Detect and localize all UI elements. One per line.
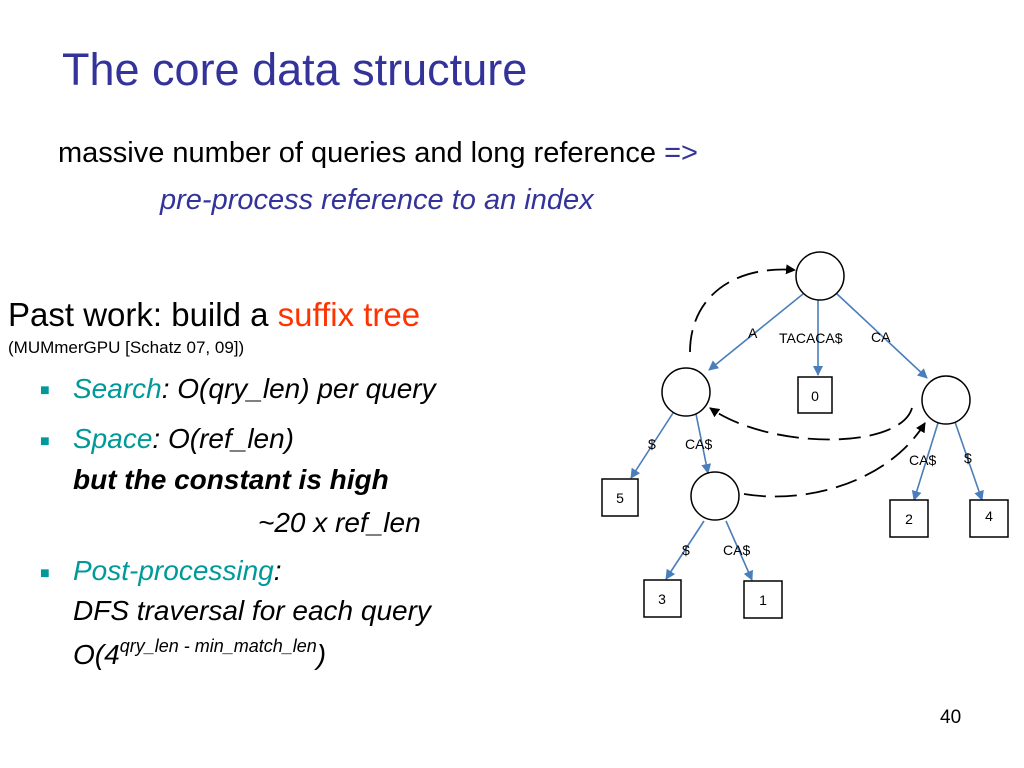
suffix-tree-highlight: suffix tree (277, 296, 421, 333)
complexity-base: O(4 (73, 639, 120, 670)
edge-root-left (708, 293, 804, 371)
bullet-post: Post-processing: (73, 555, 282, 587)
edge-label-child-dollar: $ (682, 542, 690, 558)
leaf-box-3 (643, 579, 682, 618)
page-number: 40 (940, 707, 962, 728)
leaf-box-4 (969, 499, 1009, 538)
leaf-box-1 (743, 580, 783, 619)
edge-label-left-dollar: $ (648, 436, 656, 452)
intro-line: massive number of queries and long refer… (58, 137, 698, 170)
internal-node-ca (921, 375, 971, 425)
past-work-text: Past work: build a (8, 296, 269, 333)
suffix-link-child-to-right (743, 422, 926, 498)
edge-child-leaf3 (665, 520, 705, 580)
leaf-label-0: 0 (811, 388, 819, 404)
leaf-label-2: 2 (905, 511, 913, 527)
internal-node-a (661, 367, 711, 417)
bullet-marker-search: ■ (40, 382, 50, 399)
complexity-exponent: qry_len - min_match_len (119, 636, 317, 656)
bullet-post-line3: O(4qry_len - min_match_len) (73, 636, 326, 671)
root-node (795, 251, 845, 301)
edge-left-leaf5 (630, 412, 674, 479)
citation: (MUMmerGPU [Schatz 07, 09]) (8, 338, 245, 357)
bullet-space-line2: but the constant is high (73, 464, 389, 495)
edge-child-leaf1 (725, 520, 753, 581)
internal-node-aca (690, 471, 740, 521)
edge-label-child-ca: CA$ (723, 542, 750, 558)
complexity-close: ) (316, 639, 327, 670)
edge-label-right-ca: CA$ (909, 452, 936, 468)
edge-label-right-dollar: $ (964, 450, 972, 466)
bullet-search: Search: O(qry_len) per query (73, 373, 436, 405)
edge-right-leaf4 (954, 421, 984, 501)
leaf-box-2 (889, 499, 929, 538)
bullet-space-line3: ~20 x ref_len (258, 507, 421, 538)
bullet-space-term: Space (73, 423, 153, 454)
bullet-search-term: Search (73, 373, 162, 404)
edge-label-a: A (748, 325, 758, 341)
edge-label-left-ca: CA$ (685, 436, 712, 452)
edge-label-tacaca: TACACA$ (779, 330, 843, 346)
bullet-post-text: : (273, 555, 282, 586)
edge-right-leaf2 (911, 422, 939, 501)
leaf-label-4: 4 (985, 508, 993, 524)
leaf-label-3: 3 (658, 591, 666, 607)
suffix-tree-diagram: 0 5 2 4 3 1 A TACACA$ CA $ CA$ CA$ $ $ C… (601, 251, 1009, 619)
suffix-link-left-to-root (689, 264, 796, 353)
leaf-box-0 (797, 376, 833, 414)
bullet-space-text: : O(ref_len) (152, 423, 295, 454)
slide-title: The core data structure (62, 44, 528, 95)
bullet-marker-post: ■ (40, 565, 50, 582)
leaf-box-5 (601, 478, 639, 517)
leaf-label-5: 5 (616, 490, 624, 506)
edge-label-ca: CA (871, 329, 891, 345)
intro-text: massive number of queries and long refer… (58, 137, 657, 169)
bullet-post-term: Post-processing (73, 555, 274, 586)
bullet-marker-space: ■ (40, 433, 50, 450)
bullet-post-line2: DFS traversal for each query (73, 595, 431, 626)
edge-left-child (695, 413, 712, 474)
suffix-link-right-to-left (709, 407, 913, 441)
bullet-search-text: : O(qry_len) per query (161, 373, 436, 404)
leaf-label-1: 1 (759, 592, 767, 608)
intro-arrow: => (664, 137, 698, 169)
edge-root-right (835, 292, 928, 379)
past-work-heading: Past work: build a suffix tree (8, 296, 420, 334)
intro-conclusion: pre-process reference to an index (160, 184, 594, 216)
bullet-space: Space: O(ref_len) (73, 423, 294, 455)
